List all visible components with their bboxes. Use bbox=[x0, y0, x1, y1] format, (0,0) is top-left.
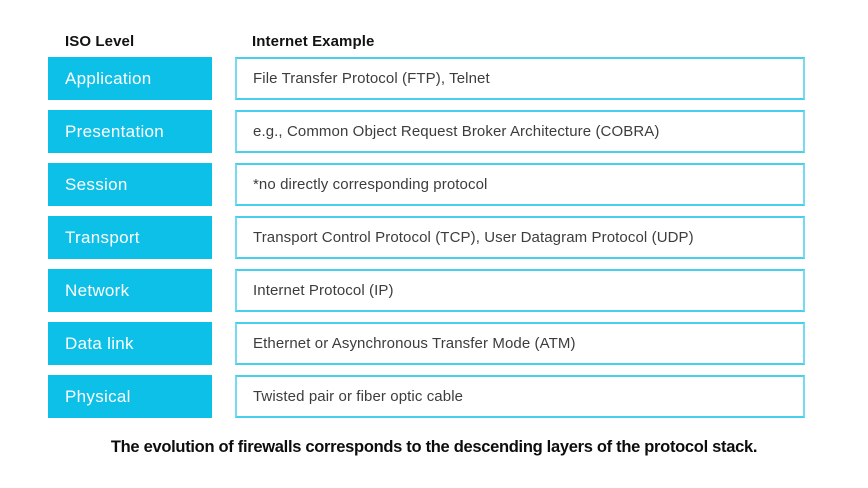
table-row: Network Internet Protocol (IP) bbox=[48, 269, 805, 312]
internet-example-cell: *no directly corresponding protocol bbox=[235, 163, 805, 206]
internet-example-cell: Ethernet or Asynchronous Transfer Mode (… bbox=[235, 322, 805, 365]
table-row: Presentation e.g., Common Object Request… bbox=[48, 110, 805, 153]
iso-level-column-header: ISO Level bbox=[65, 33, 135, 50]
internet-example-cell: Twisted pair or fiber optic cable bbox=[235, 375, 805, 418]
layer-table: Application File Transfer Protocol (FTP)… bbox=[48, 57, 805, 418]
iso-level-cell: Session bbox=[48, 163, 212, 206]
table-row: Application File Transfer Protocol (FTP)… bbox=[48, 57, 805, 100]
iso-level-cell: Transport bbox=[48, 216, 212, 259]
column-headers: ISO Level Internet Example bbox=[48, 33, 374, 50]
internet-example-column-header: Internet Example bbox=[252, 33, 375, 50]
iso-level-cell: Network bbox=[48, 269, 212, 312]
diagram-caption: The evolution of firewalls corresponds t… bbox=[110, 438, 758, 456]
iso-level-cell: Presentation bbox=[48, 110, 212, 153]
table-row: Transport Transport Control Protocol (TC… bbox=[48, 216, 805, 259]
table-row: Data link Ethernet or Asynchronous Trans… bbox=[48, 322, 805, 365]
internet-example-cell: e.g., Common Object Request Broker Archi… bbox=[235, 110, 805, 153]
table-row: Session *no directly corresponding proto… bbox=[48, 163, 805, 206]
iso-level-cell: Physical bbox=[48, 375, 212, 418]
internet-example-cell: Transport Control Protocol (TCP), User D… bbox=[235, 216, 805, 259]
internet-example-cell: Internet Protocol (IP) bbox=[235, 269, 805, 312]
internet-example-cell: File Transfer Protocol (FTP), Telnet bbox=[235, 57, 805, 100]
iso-level-cell: Data link bbox=[48, 322, 212, 365]
table-row: Physical Twisted pair or fiber optic cab… bbox=[48, 375, 805, 418]
iso-level-cell: Application bbox=[48, 57, 212, 100]
